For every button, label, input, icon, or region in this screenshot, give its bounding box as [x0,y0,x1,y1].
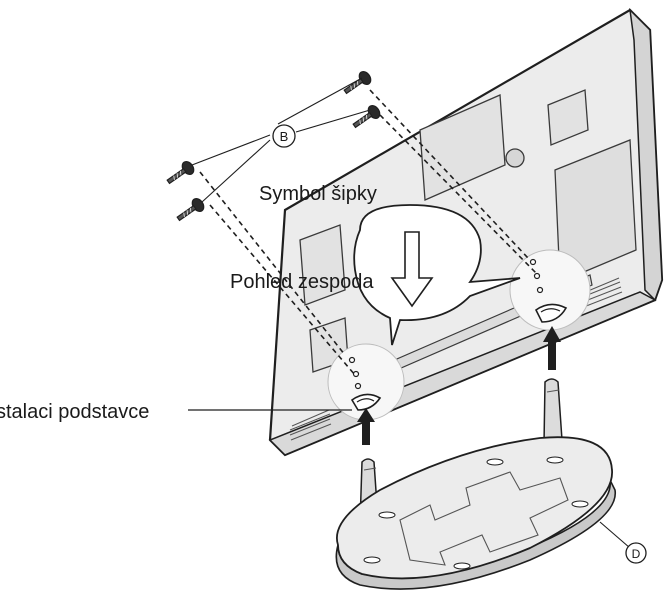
screw-holes [348,258,544,390]
stand-slot-left [350,393,382,411]
screw-guide-lines [199,89,539,376]
stand-slot-right [534,303,568,323]
bottom-view-label: Pohled zespoda [230,271,374,293]
stand-marker-label: D [632,547,641,561]
stand-d-leader [599,521,631,549]
rear-boss [505,148,525,168]
stand-base [335,378,616,590]
down-arrow-icon [390,231,434,308]
arrow-symbol-callout [353,204,521,346]
screw-icon [166,70,381,222]
stand-slot-label: stalaci podstavce [0,401,149,423]
screw-b-leaders [191,77,371,203]
stand-marker-circle [625,542,647,564]
insert-arrow-icon [357,408,375,445]
arrow-symbol-label: Symbol šipky [259,183,377,205]
screw-marker-label: B [280,129,289,144]
insert-arrow-icon [543,326,561,370]
screw-marker-circle [272,124,296,148]
